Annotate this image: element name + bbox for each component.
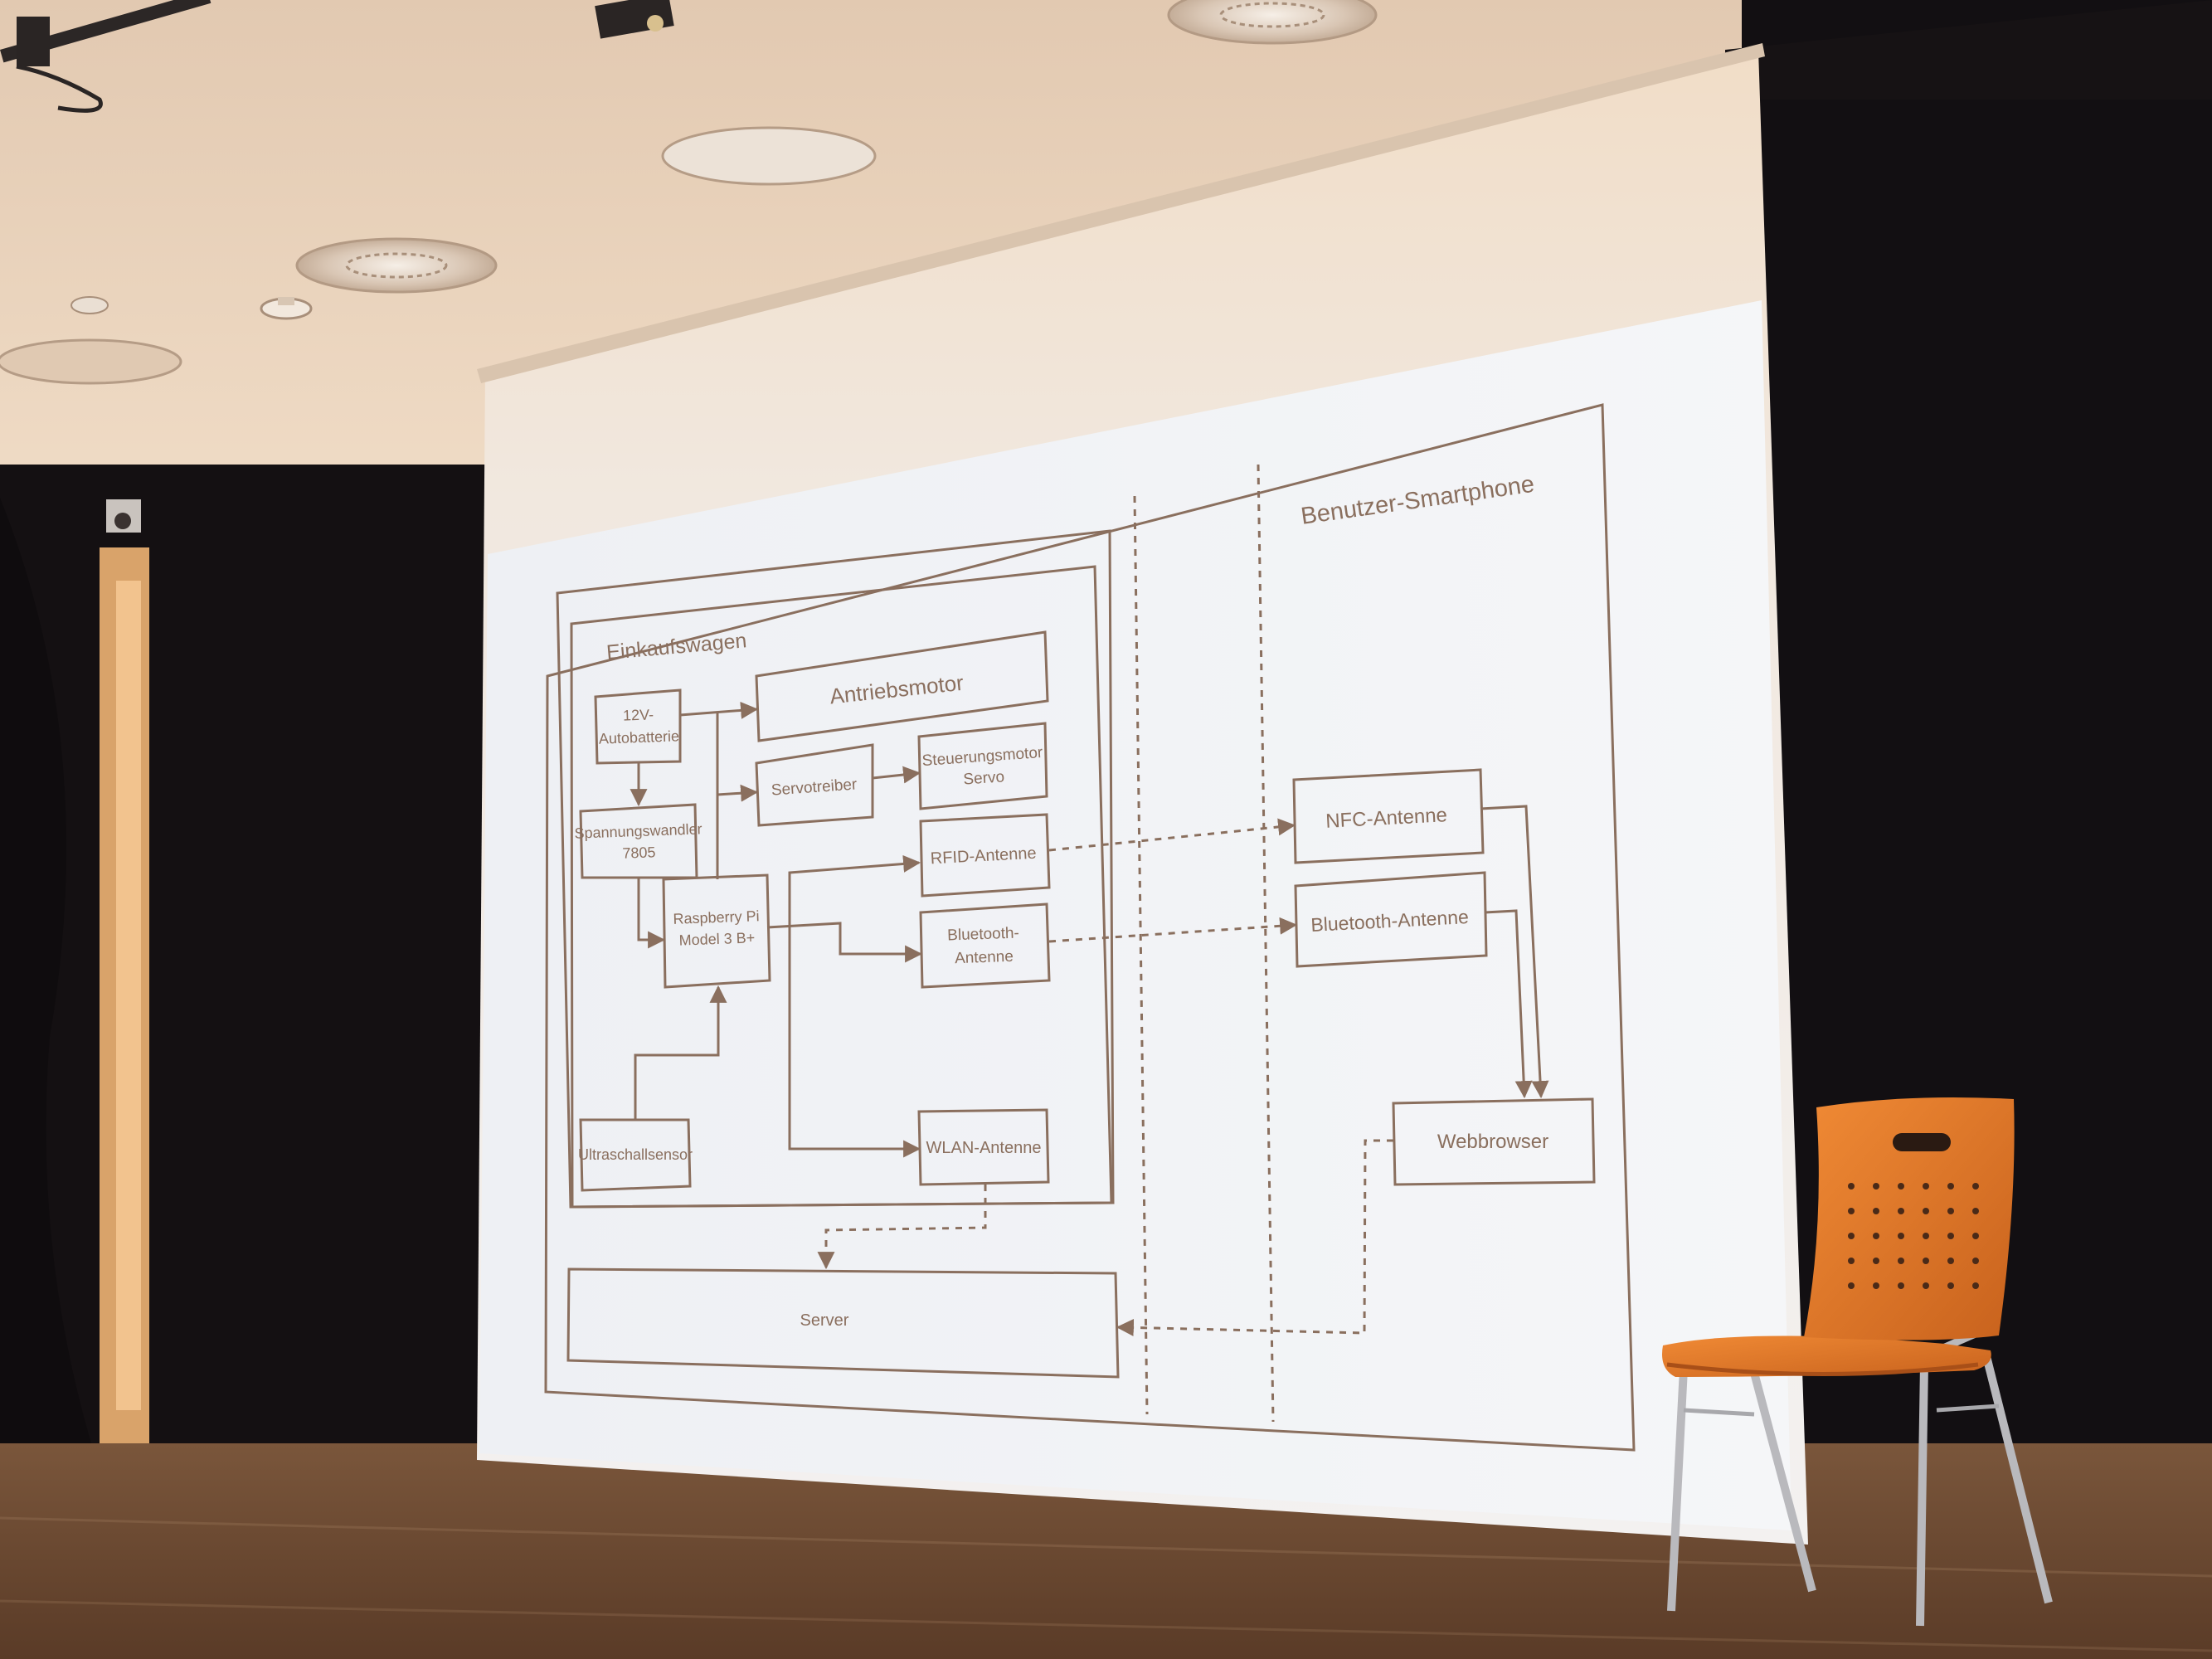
floor-seam-2 (0, 1599, 2212, 1652)
chair-back-holes (1848, 1183, 1979, 1289)
cart-frame-inner (570, 565, 1113, 1209)
converter-label-2: 7805 (622, 844, 656, 861)
steering-label-2: Servo (963, 768, 1005, 788)
raspberry-label: Raspberry Pi Model 3 B+ (673, 907, 760, 948)
curtain-right-top (1725, 0, 2212, 100)
curtain-left (0, 465, 498, 1443)
browser-box (1392, 1097, 1596, 1186)
ceiling-speaker-icon (0, 338, 182, 385)
chair-icon (1662, 1097, 2053, 1627)
server-label: Server (800, 1311, 849, 1330)
arrow-to-servodriver (717, 784, 759, 802)
line-raspberry-bus (766, 922, 923, 963)
dashed-wlan-server (817, 1185, 987, 1270)
servodriver-box (755, 743, 874, 827)
ultrasonic-label: Ultraschallsensor (578, 1146, 693, 1163)
side-door-light (116, 581, 141, 1410)
floor-seam-1 (0, 1516, 2212, 1578)
steering-box (917, 722, 1048, 810)
arrow-servodriver-steering (872, 766, 921, 784)
block-diagram (544, 403, 1636, 1452)
circular-air-diffuser-icon (295, 237, 498, 294)
motor-box (755, 630, 1049, 742)
raspberry-label-2: Model 3 B+ (678, 929, 755, 948)
smoke-detector-icon (260, 297, 313, 320)
server-box (566, 1267, 1120, 1379)
separator-right (1257, 464, 1275, 1423)
arrow-ultrasonic-raspberry (634, 985, 727, 1120)
cart-frame-outer (556, 529, 1115, 1209)
smoke-detector-icon (70, 296, 109, 314)
arrow-nfc-browser (1480, 805, 1549, 1099)
bt-cart-label: Bluetooth- Antenne (947, 925, 1019, 968)
browser-label: Webbrowser (1437, 1131, 1548, 1153)
stage-spotlight-icon (0, 0, 674, 113)
converter-label: Spannungswandler 7805 (574, 820, 702, 861)
dashed-bt-bt (1048, 917, 1298, 943)
bt-phone-box (1294, 871, 1488, 968)
rfid-box (919, 813, 1051, 898)
projected-slide (479, 300, 1791, 1530)
battery-label-2: Autobatterie (599, 727, 680, 747)
circular-air-diffuser-icon (1167, 0, 1378, 45)
screen-top-housing (477, 43, 1765, 383)
air-vent-1 (295, 237, 498, 294)
dashed-rfid-nfc (1048, 818, 1296, 852)
wlan-box (917, 1108, 1050, 1186)
bt-cart-label-1: Bluetooth- (947, 925, 1019, 945)
arrow-converter-raspberry (637, 878, 666, 949)
curtain-left-fold (0, 498, 91, 1443)
air-vent-2 (1167, 0, 1378, 45)
raspberry-box (662, 873, 771, 989)
arrow-bt-browser (1484, 909, 1533, 1099)
wlan-label: WLAN-Antenne (926, 1139, 1042, 1157)
raspberry-label-1: Raspberry Pi (673, 907, 760, 927)
outer-frame (544, 403, 1636, 1452)
line-bus-wlan (788, 873, 921, 1158)
bt-cart-label-2: Antenne (955, 948, 1014, 967)
battery-label-1: 12V- (623, 706, 654, 723)
battery-label: 12V- Autobatterie (599, 706, 680, 747)
ceiling-speaker-icon (661, 126, 877, 186)
dashed-browser-server (1116, 1139, 1393, 1336)
battery-box (594, 688, 682, 765)
ultrasonic-box (579, 1118, 692, 1192)
